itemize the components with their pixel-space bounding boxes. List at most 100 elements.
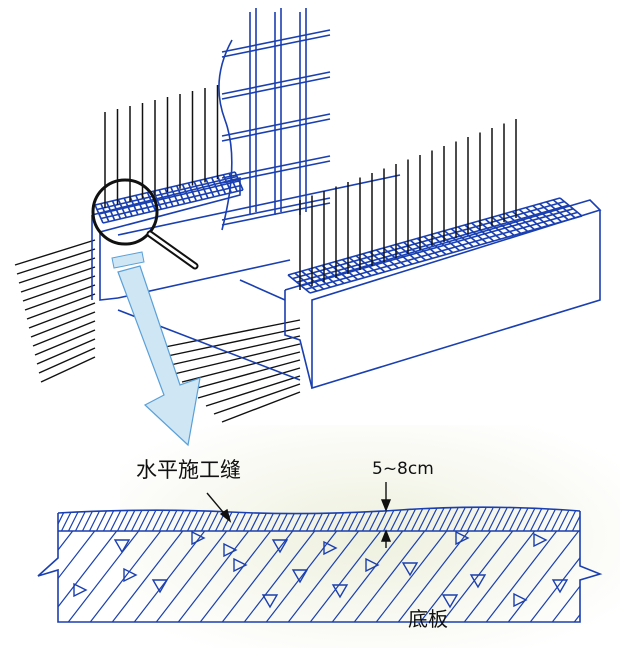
concrete-hatch [111,531,184,622]
ground-line [28,302,96,329]
concrete-hatch [507,531,580,622]
joint-hatch [410,507,424,531]
ground-line [149,319,301,351]
joint-hatch [396,507,410,531]
joint-hatch [522,507,536,531]
concrete-hatch [463,531,536,622]
concrete-hatch [441,531,514,622]
joint-hatch [403,507,417,531]
ground-line [165,335,301,367]
aggregate-triangle [323,540,338,556]
rough-joint-surface [57,506,581,515]
ground-line [38,347,96,374]
ground-line [40,356,96,383]
cage-bar [221,113,331,137]
dimension-arrows [206,482,392,548]
joint-hatch [543,507,557,531]
ground-line [181,351,301,383]
vertical-rebars [104,85,517,290]
background-tint [120,425,620,648]
concrete-hatch [243,531,316,622]
concrete-hatch [485,531,558,622]
joint-hatch [571,507,580,531]
joint-hatch [200,507,214,531]
aggregate-triangle [551,579,569,594]
mesh-line [300,208,574,287]
joint-hatch [58,507,67,531]
joint-hatch [116,507,130,531]
concrete-hatch [551,585,580,622]
mesh-line [305,211,578,291]
joint-hatch [81,507,95,531]
joint-hatch [179,507,193,531]
aggregate-triangle [191,530,206,546]
concrete-hatch [58,531,96,580]
joint-hatch [74,507,88,531]
joint-hatch [459,507,473,531]
slab-label: 底板 [408,607,448,631]
thickness-label: 5~8cm [372,459,434,479]
joint-hatch [550,507,564,531]
joint-hatch [564,507,578,531]
ground-line [32,320,96,347]
concrete-hatch [89,531,162,622]
cage-bar [221,155,331,179]
ground-line [14,239,96,266]
mesh-line [98,180,240,215]
mesh-line [309,215,583,294]
ground-line [18,257,96,284]
concrete-hatch [375,531,448,622]
concrete-hatch [67,531,140,622]
ground-line [221,391,301,423]
joint-hatch [508,507,522,531]
ground-line [213,383,301,415]
joint-label: 水平施工缝 [136,458,241,482]
ground-line [30,311,96,338]
concrete-hatch [177,531,250,622]
joint-hatch [487,507,501,531]
joint-hatch [193,507,207,531]
joint-hatch [88,507,102,531]
ground-line [26,293,96,320]
joint-hatch [452,507,466,531]
joint-hatch [102,507,116,531]
concrete-hatch [265,531,338,622]
joint-hatch [123,507,137,531]
ground-line [173,343,301,375]
mesh-line [287,197,561,276]
cage-bar [221,29,331,53]
mesh-line [100,184,242,220]
aggregate-triangle [513,592,528,608]
joint-hatch [382,507,396,531]
joint-hatch [172,507,186,531]
joint-hatch [494,507,508,531]
wall-3d-view [91,8,602,390]
joint-hatch [137,507,151,531]
joint-hatch [480,507,494,531]
concrete-hatch [397,531,470,622]
right-wall [284,199,602,390]
joint-hatch [130,507,144,531]
aggregate-triangle [151,579,169,594]
concrete-hatch [529,556,580,622]
concrete-hatch [353,531,426,622]
aggregate-triangle [455,530,470,546]
aggregate-triangle [113,539,131,554]
joint-hatch [431,507,445,531]
joint-hatch [40,508,52,532]
aggregate-triangle [533,532,548,548]
mesh-line [94,171,236,206]
joint-hatch [501,507,515,531]
cage-edge [218,39,233,231]
joint-hatch [466,507,480,531]
joint-hatch [186,507,200,531]
concrete-hatch [309,531,382,622]
concrete-hatch [287,531,360,622]
joint-hatch [424,507,438,531]
joint-hatch [473,507,487,531]
ground-line [205,375,301,407]
ground-line [22,275,96,302]
concrete-hatch [419,531,492,622]
joint-hatch [445,507,459,531]
concrete-hatch [199,531,272,622]
